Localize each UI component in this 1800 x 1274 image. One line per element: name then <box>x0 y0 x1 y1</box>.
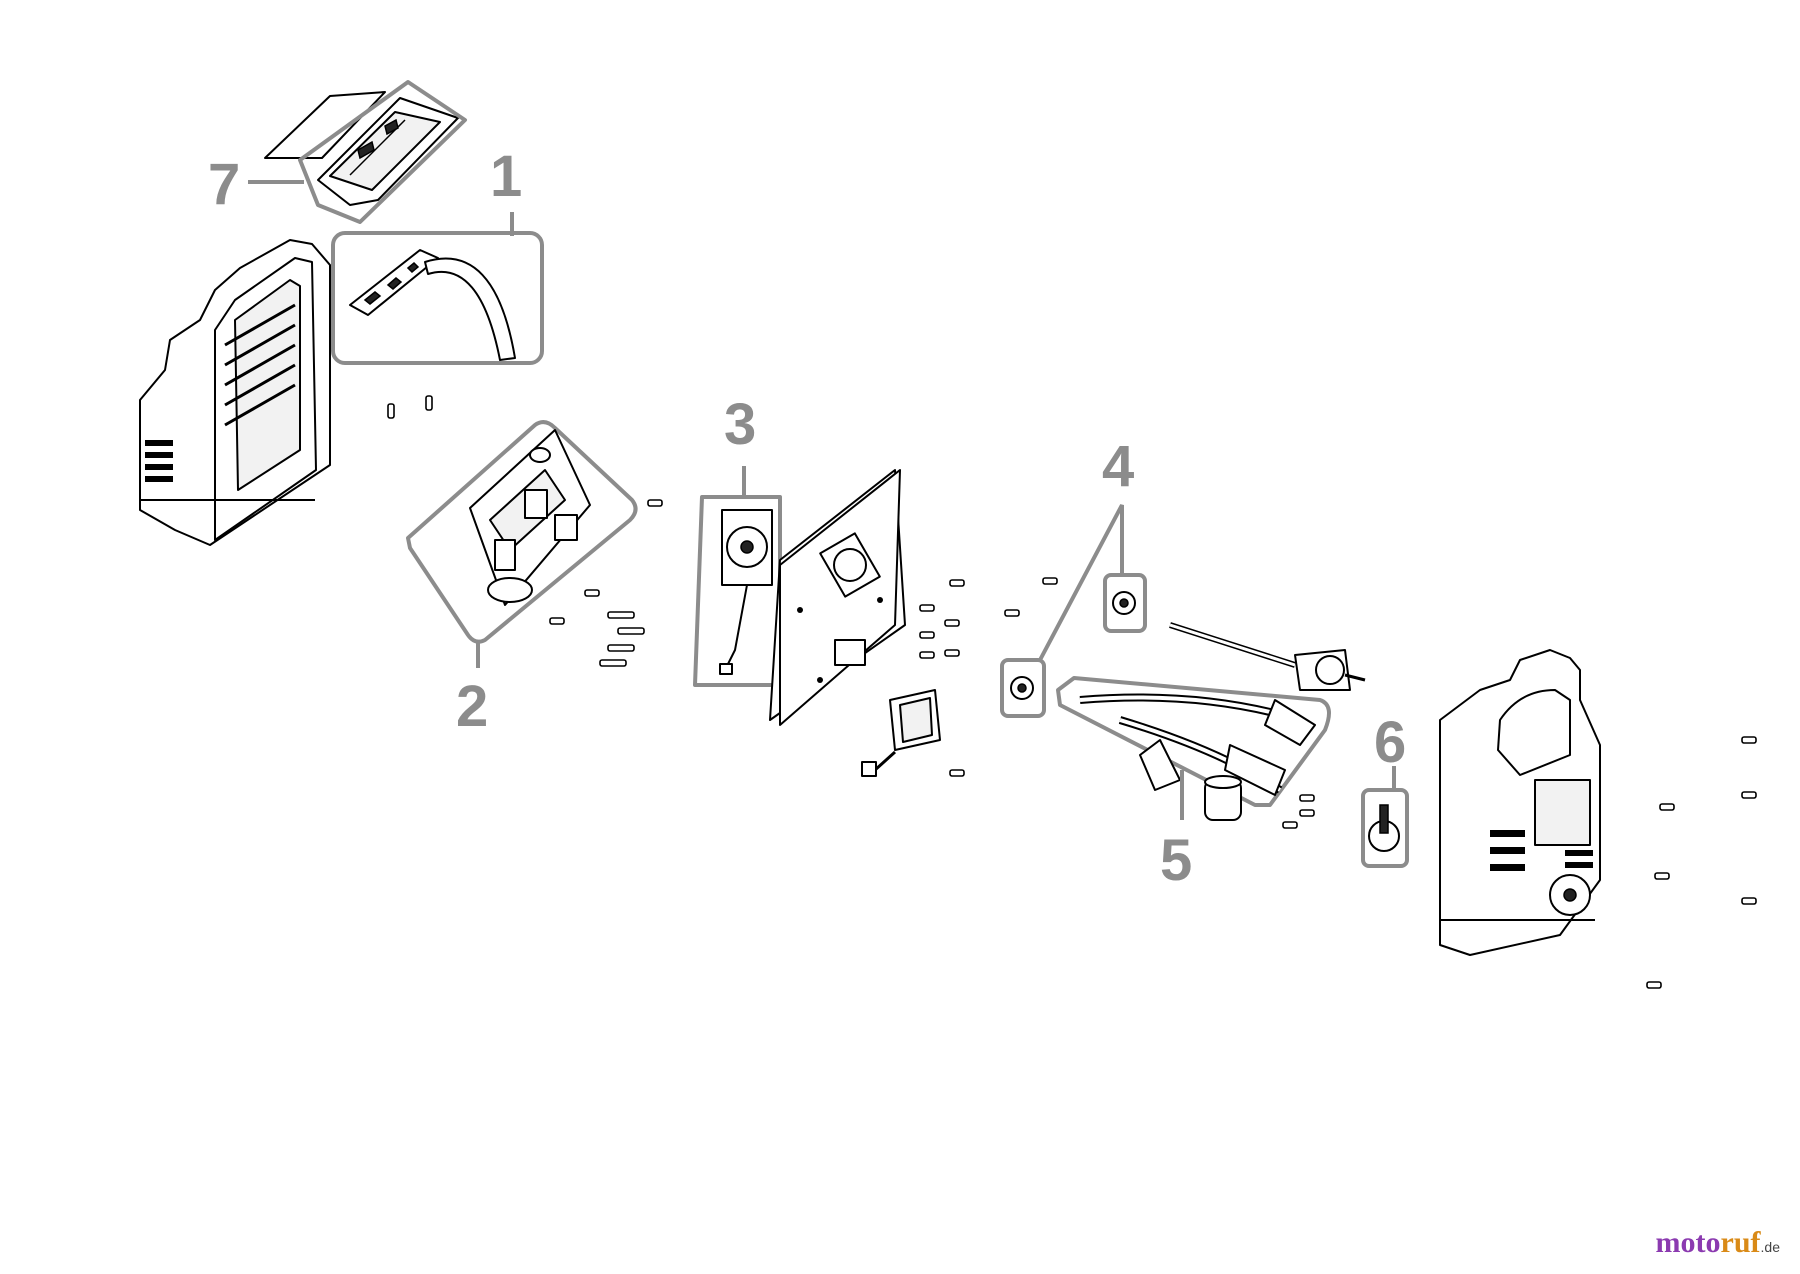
screws-shell <box>387 395 433 419</box>
screws-pcb <box>549 499 663 667</box>
part-1-display-board <box>331 231 544 365</box>
callout-3: 3 <box>724 392 756 457</box>
part-2-main-pcb <box>406 420 638 644</box>
watermark-part-3: .de <box>1760 1239 1780 1255</box>
callout-2: 2 <box>456 674 488 739</box>
callout-4: 4 <box>1102 434 1134 499</box>
power-cable-plug <box>1169 622 1366 691</box>
part-3-fan <box>693 495 782 687</box>
screws-plate <box>919 577 1058 777</box>
power-switch <box>861 689 941 777</box>
right-housing-front <box>1439 649 1601 956</box>
callout-7: 7 <box>208 152 240 217</box>
screws-front <box>1646 736 1757 989</box>
watermark-part-2: ruf <box>1720 1226 1761 1259</box>
screws-cable <box>1282 794 1315 829</box>
motoruf-watermark: motoruf.de <box>1656 1226 1780 1260</box>
watermark-part-1: moto <box>1655 1226 1721 1259</box>
part-4-strain-reliefs <box>1000 573 1147 718</box>
back-plate <box>769 469 906 726</box>
part-7-top-cover <box>264 80 467 224</box>
callout-1: 1 <box>490 144 522 209</box>
callout-6: 6 <box>1374 710 1406 775</box>
part-6-knob <box>1361 788 1409 868</box>
callout-5: 5 <box>1160 828 1192 893</box>
left-housing-shell <box>139 239 331 546</box>
part-5-cable-set <box>1056 676 1331 821</box>
